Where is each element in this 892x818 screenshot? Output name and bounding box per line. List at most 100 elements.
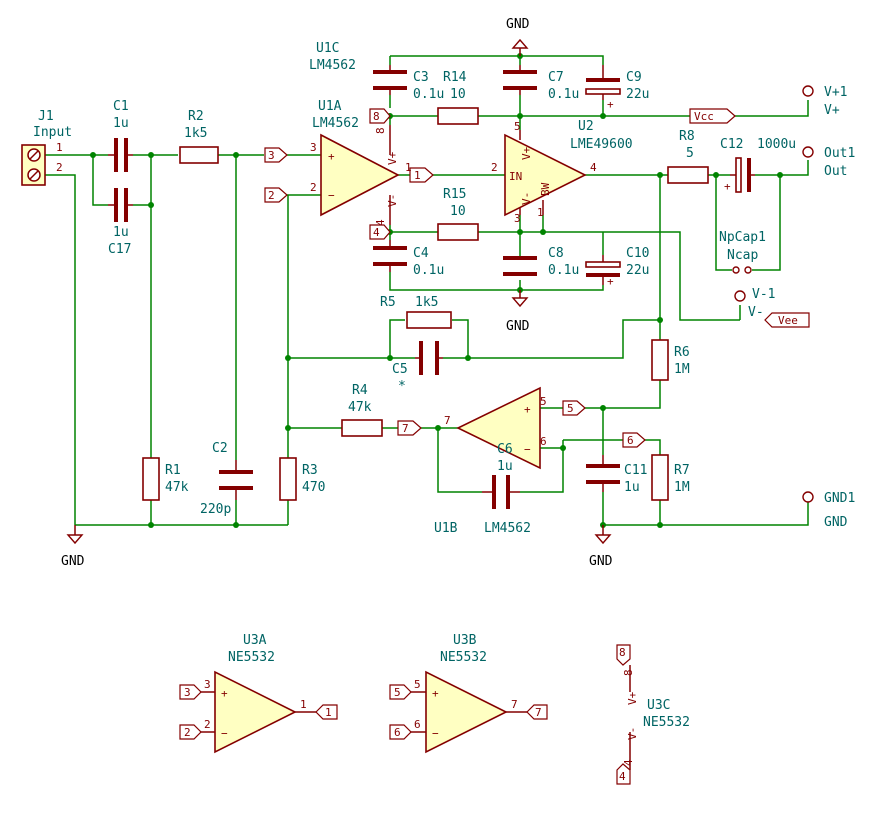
svg-text:+: + (432, 687, 439, 700)
c7-value: 0.1u (548, 87, 579, 102)
c17-ref: C17 (108, 242, 131, 257)
svg-text:2: 2 (268, 189, 275, 202)
c3-ref: C3 (413, 70, 429, 85)
c5-ref: C5 (392, 362, 408, 377)
npcap1-ref: NpCap1 (719, 230, 766, 245)
svg-text:IN: IN (509, 170, 522, 183)
opamp-u3c-power: 8 4 8 4 V+ V- U3C NE5532 (616, 644, 690, 785)
net-label-2: 2 (264, 187, 288, 203)
capacitor-c7: C7 0.1u (503, 65, 579, 102)
r6-value: 1M (674, 362, 690, 377)
buffer-u2: IN BW V+ V- 2 4 5 3 1 U2 LME49600 (491, 119, 633, 225)
resistor-r2: R2 1k5 (179, 109, 219, 164)
u1b-ref: U1B (434, 521, 458, 536)
net-label-6: 6 (622, 432, 646, 448)
r14-ref: R14 (443, 70, 467, 85)
c7-ref: C7 (548, 70, 564, 85)
svg-text:V-: V- (626, 727, 639, 740)
resistor-r3: R3 470 (279, 457, 325, 501)
power-port-vminus: V-1 V- (734, 287, 775, 320)
svg-text:GND: GND (506, 319, 530, 334)
c4-value: 0.1u (413, 263, 444, 278)
svg-text:6: 6 (414, 718, 421, 731)
svg-text:3: 3 (268, 149, 275, 162)
net-label-5: 5 (562, 400, 586, 416)
svg-text:5: 5 (414, 678, 421, 691)
r4-value: 47k (348, 400, 372, 415)
r3-value: 470 (302, 480, 325, 495)
opamp-u3a: + − 3 2 1 3 2 1 U3A NE5532 (179, 633, 338, 754)
c9-value: 22u (626, 87, 649, 102)
svg-text:5: 5 (514, 120, 521, 133)
c12-ref: C12 (720, 137, 743, 152)
u3b-label-out: 7 (535, 706, 542, 719)
svg-text:2: 2 (491, 161, 498, 174)
svg-text:1: 1 (405, 161, 412, 174)
svg-text:7: 7 (402, 422, 409, 435)
svg-text:V+: V+ (520, 146, 533, 160)
u3c-label-top: 8 (619, 646, 626, 659)
r2-value: 1k5 (184, 126, 207, 141)
svg-text:GND: GND (589, 554, 613, 569)
r5-value: 1k5 (415, 295, 438, 310)
svg-text:8: 8 (622, 669, 635, 676)
net-label-7: 7 (397, 420, 422, 436)
opamp-u1c-power: 8 4 V+ V- U1C LM4562 (309, 41, 399, 226)
capacitor-c1: C1 1u (108, 99, 133, 172)
svg-text:−: − (328, 189, 335, 202)
svg-text:GND: GND (824, 515, 848, 530)
capacitor-c12: + C12 1000u (720, 137, 796, 193)
svg-text:3: 3 (204, 678, 211, 691)
c11-value: 1u (624, 480, 640, 495)
power-port-vplus: V+1 V+ (802, 85, 847, 118)
svg-text:V-1: V-1 (752, 287, 775, 302)
svg-text:2: 2 (204, 718, 211, 731)
svg-text:1: 1 (300, 698, 307, 711)
resistor-r1: R1 47k (142, 457, 189, 501)
c4-ref: C4 (413, 246, 429, 261)
u3a-label-out: 1 (325, 706, 332, 719)
u3b-ref: U3B (453, 633, 477, 648)
svg-text:8: 8 (373, 110, 380, 123)
c2-ref: C2 (212, 441, 228, 456)
svg-text:−: − (221, 727, 228, 740)
svg-text:V+1: V+1 (824, 85, 847, 100)
svg-text:V-: V- (386, 194, 399, 207)
r1-ref: R1 (165, 463, 181, 478)
opamp-u1b: + − 5 6 7 U1B LM4562 (434, 386, 547, 536)
svg-text:BW: BW (539, 182, 552, 196)
svg-text:+: + (328, 150, 335, 163)
c8-ref: C8 (548, 246, 564, 261)
j1-pin1: 1 (56, 141, 63, 154)
svg-text:GND: GND (506, 17, 530, 32)
svg-text:6: 6 (627, 434, 634, 447)
opamp-u1a: + − 3 2 1 U1A LM4562 (310, 99, 412, 217)
svg-text:V+: V+ (626, 691, 639, 705)
u1c-value: LM4562 (309, 58, 356, 73)
svg-text:+: + (607, 275, 614, 288)
r8-value: 5 (686, 146, 694, 161)
svg-text:3: 3 (310, 141, 317, 154)
power-port-gnd1: GND1 GND (802, 491, 855, 530)
j1-value: Input (33, 125, 72, 140)
c9-ref: C9 (626, 70, 642, 85)
j1-ref: J1 (38, 109, 54, 124)
resistor-r15: R15 10 (437, 187, 479, 241)
capacitor-c3: C3 0.1u (373, 65, 444, 102)
capacitor-c9: + C9 22u (585, 65, 649, 111)
svg-text:+: + (607, 98, 614, 111)
c10-ref: C10 (626, 246, 649, 261)
svg-text:3: 3 (514, 212, 521, 225)
u2-ref: U2 (578, 119, 594, 134)
gnd-symbol-top: GND (506, 17, 530, 56)
r14-value: 10 (450, 87, 466, 102)
capacitor-c5: C5 * (392, 341, 443, 394)
capacitor-c6: C6 1u (482, 442, 520, 509)
svg-text:GND1: GND1 (824, 491, 855, 506)
jumper-npcap1: NpCap1 Ncap (719, 230, 766, 274)
svg-text:Out1: Out1 (824, 146, 855, 161)
c6-value: 1u (497, 459, 513, 474)
svg-text:7: 7 (511, 698, 518, 711)
u3c-label-bot: 4 (619, 770, 626, 783)
